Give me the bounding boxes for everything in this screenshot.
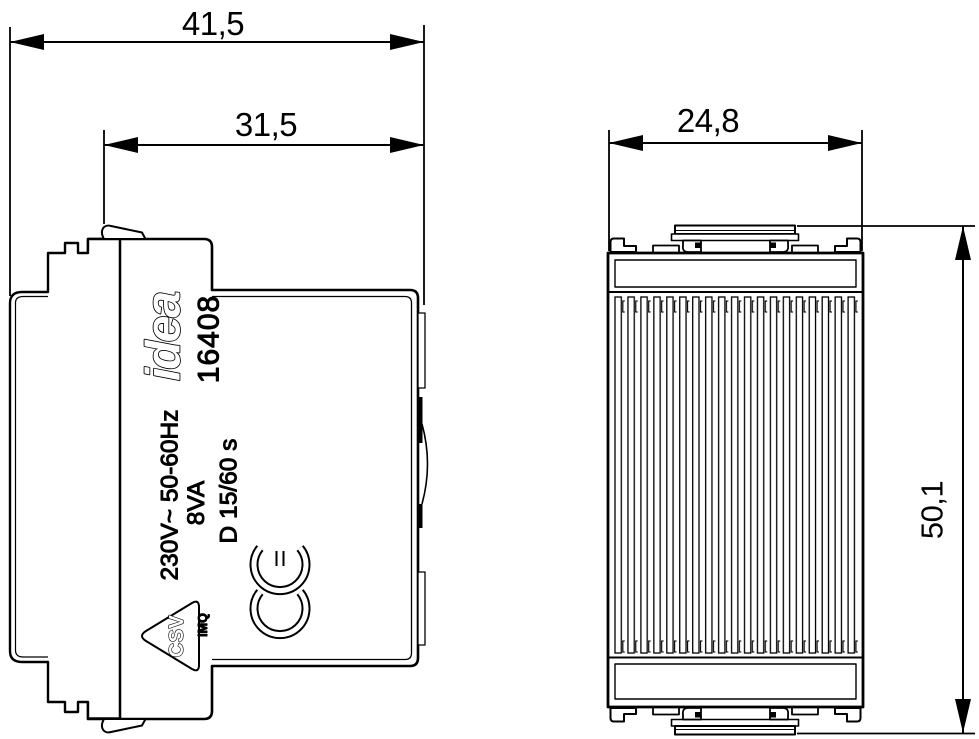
front-view-bottom-tabs (609, 706, 862, 736)
side-view-body-outline (86, 237, 420, 721)
mounting-latch-top (101, 224, 147, 240)
corner-tab-bottom-right (834, 707, 862, 723)
imq-label-text: IMQ (196, 613, 210, 637)
corner-tab-bottom-left (609, 707, 637, 723)
ce-mark-icon (249, 545, 311, 640)
arrowhead-right-icon (828, 135, 862, 151)
front-view-top-band (614, 259, 857, 288)
dim-label-body-width: 31,5 (235, 106, 297, 143)
dim-label-front-height: 50,1 (915, 481, 950, 539)
imq-csv-logo-icon: CSV IMQ (141, 600, 211, 672)
front-view-top-tabs (609, 224, 862, 254)
dimension-front-width: 24,8 (608, 102, 863, 251)
side-view-box-inner-line (212, 295, 413, 661)
rating-timing-text: D 15/60 s (216, 439, 243, 544)
corner-tab-top-right (834, 237, 862, 253)
dimension-side-overall-width: 41,5 (9, 5, 425, 305)
csv-label-text: CSV (166, 615, 188, 658)
side-view: idea 16408 230V~ 50-60Hz 8VA D 15/60 s C… (8, 224, 429, 734)
dim-label-overall-width: 41,5 (182, 5, 244, 42)
arrowhead-down-icon (955, 699, 971, 733)
arrowhead-right-icon (390, 137, 424, 153)
brand-logo-text: idea (138, 292, 191, 381)
arrowhead-left-icon (104, 137, 138, 153)
model-number-text: 16408 (193, 295, 226, 383)
arrowhead-up-icon (955, 226, 971, 260)
dim-label-front-width: 24,8 (677, 102, 739, 139)
corner-tab-top-left (609, 237, 637, 253)
center-tab-bottom (674, 725, 796, 736)
arrowhead-left-icon (10, 34, 44, 50)
rating-voltage-text: 230V~ 50-60Hz (157, 410, 184, 581)
arrowhead-left-icon (609, 135, 643, 151)
arrowhead-right-icon (390, 34, 424, 50)
rating-power-text: 8VA (183, 480, 210, 525)
side-view-cover-inner-line (14, 295, 48, 658)
front-view-bottom-band (614, 663, 857, 700)
side-view-rear-edge-details (417, 312, 429, 646)
side-view-cover-outline (8, 237, 122, 720)
dimension-front-height: 50,1 (797, 225, 975, 735)
center-tab-top (674, 224, 796, 235)
ventilation-fins (613, 295, 858, 657)
front-view (606, 224, 865, 736)
mounting-latch-bottom (101, 718, 147, 734)
dimension-side-body-width: 31,5 (103, 106, 424, 224)
